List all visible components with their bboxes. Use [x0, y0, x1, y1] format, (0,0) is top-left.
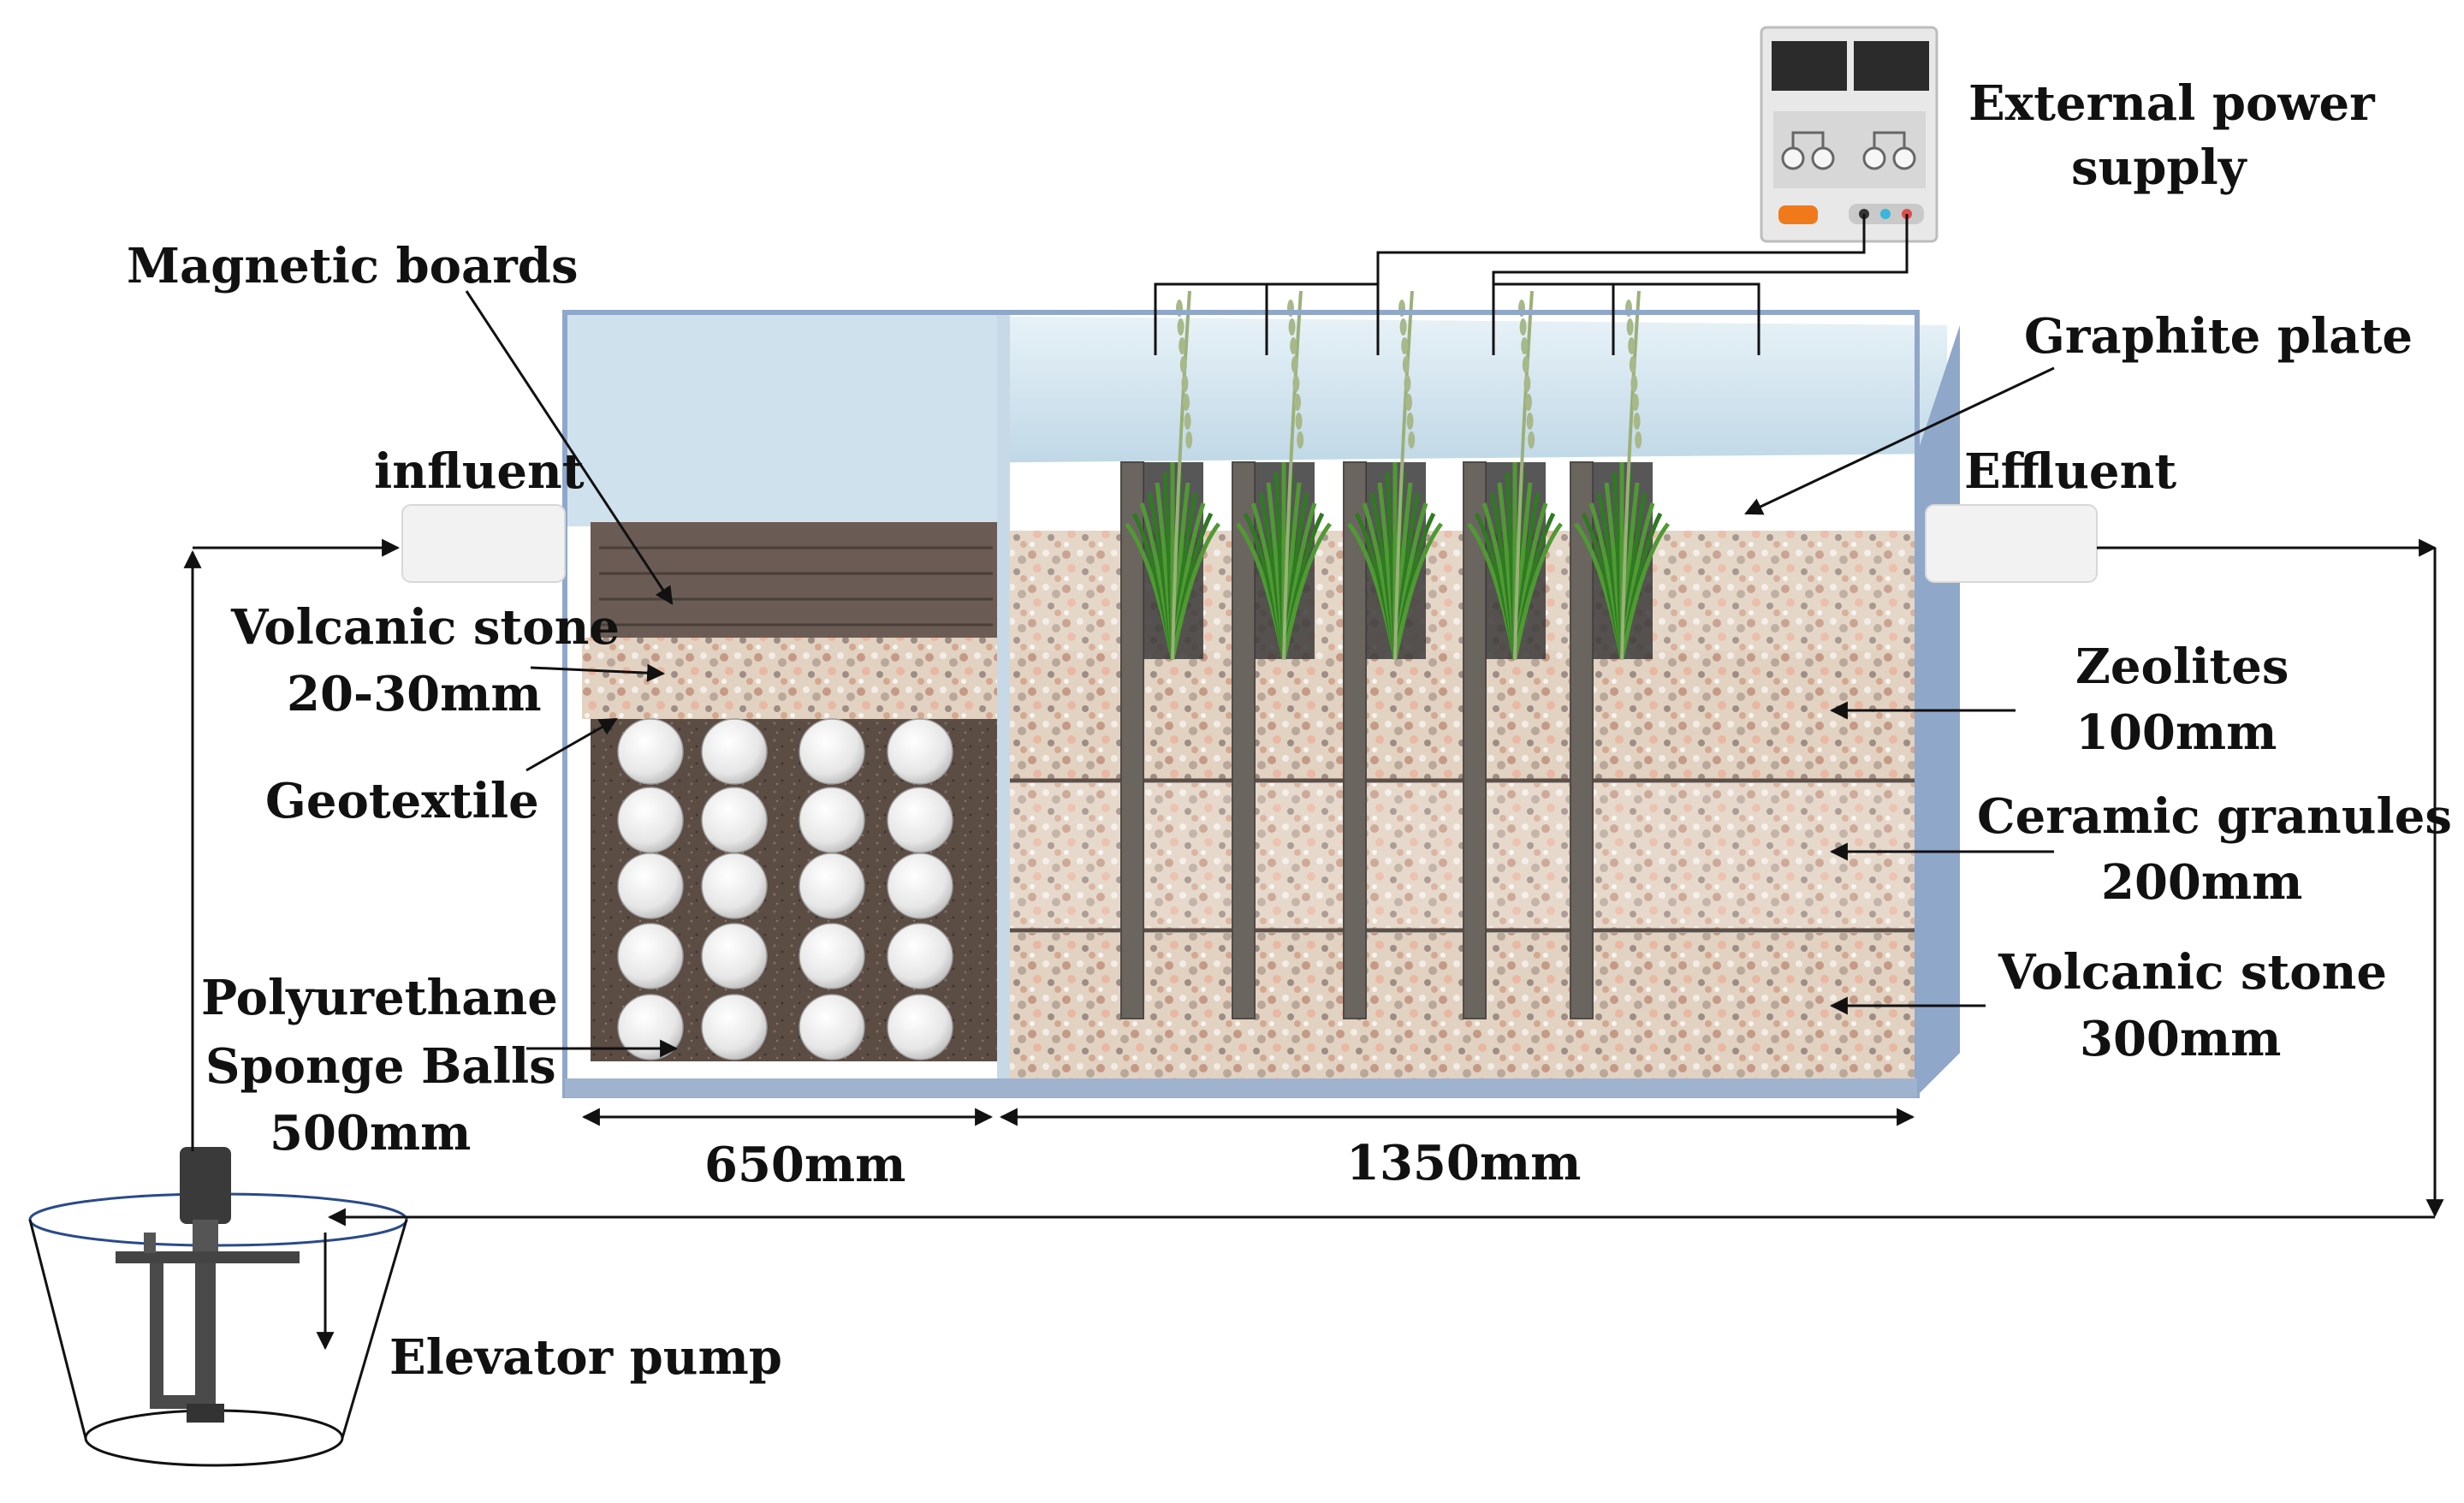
- reed-plants: [1125, 290, 1670, 660]
- label-effluent: Effluent: [1964, 443, 2176, 500]
- sponge-ball-icon: [617, 718, 684, 785]
- effluent-pipe: [1925, 504, 2098, 583]
- left-water: [565, 312, 997, 526]
- label-ceramic-1: Ceramic granules: [1977, 788, 2452, 845]
- sponge-ball-icon: [887, 718, 953, 785]
- labels: External power supply Magnetic boards Gr…: [127, 75, 2452, 1386]
- graphite-plate: [1570, 461, 1594, 1019]
- wiring: [1154, 214, 1909, 355]
- sponge-ball-icon: [887, 923, 953, 989]
- label-volcanic-stone-bottom-1: Volcanic stone: [1998, 944, 2387, 1001]
- graphite-plate: [1343, 461, 1367, 1019]
- sponge-ball-icon: [799, 718, 865, 785]
- reed-plant-icon: [1347, 290, 1443, 660]
- label-dim-left: 650mm: [704, 1137, 905, 1193]
- graphite-plate: [1463, 461, 1487, 1019]
- sponge-ball-icon: [701, 852, 768, 919]
- label-sponge-1: Polyurethane: [201, 970, 558, 1026]
- sponge-ball-icon: [799, 923, 865, 989]
- power-switch: [1778, 205, 1818, 224]
- reed-plant-icon: [1236, 290, 1332, 660]
- reed-plant-icon: [1467, 290, 1563, 660]
- leader-lines: [465, 290, 2055, 1058]
- reed-plant-icon: [1125, 290, 1220, 660]
- label-magnetic-boards: Magnetic boards: [127, 238, 579, 294]
- sponge-ball-icon: [617, 923, 684, 989]
- sponge-ball-icon: [701, 923, 768, 989]
- sponge-ball-icon: [887, 852, 953, 919]
- sponge-ball-icon: [617, 852, 684, 919]
- label-zeolites-1: Zeolites: [2075, 639, 2289, 695]
- graphite-plate: [1120, 461, 1144, 1019]
- sponge-ball-icon: [701, 787, 768, 853]
- label-sponge-3: 500mm: [270, 1105, 471, 1161]
- sponge-balls: [617, 718, 953, 1060]
- label-influent: influent: [374, 443, 585, 500]
- label-elevator-pump: Elevator pump: [389, 1329, 782, 1386]
- graphite-plate: [1232, 461, 1256, 1019]
- label-dim-right: 1350mm: [1346, 1135, 1581, 1191]
- label-volcanic-stone-top-1: Volcanic stone: [230, 599, 620, 656]
- flow-lines: [183, 538, 2444, 1351]
- tank: [401, 290, 2098, 1098]
- sponge-ball-icon: [799, 852, 865, 919]
- influent-pipe: [401, 504, 566, 583]
- power-supply-icon: [1760, 26, 1939, 243]
- tank-base: [565, 1078, 1917, 1097]
- label-volcanic-stone-top-2: 20-30mm: [287, 666, 542, 722]
- sponge-ball-icon: [617, 994, 684, 1060]
- reed-plant-icon: [1574, 290, 1670, 660]
- sponge-ball-icon: [701, 718, 768, 785]
- sponge-ball-icon: [887, 994, 953, 1060]
- label-graphite-plate: Graphite plate: [2024, 308, 2413, 365]
- label-ceramic-2: 200mm: [2101, 854, 2302, 911]
- sponge-ball-icon: [701, 994, 768, 1060]
- label-sponge-2: Sponge Balls: [205, 1038, 556, 1095]
- sponge-ball-icon: [799, 994, 865, 1060]
- label-external-power-2: supply: [2071, 140, 2247, 196]
- label-external-power-1: External power: [1968, 75, 2376, 132]
- compartment-divider: [997, 312, 1010, 1087]
- sponge-ball-icon: [617, 787, 684, 853]
- sponge-ball-icon: [799, 787, 865, 853]
- label-zeolites-2: 100mm: [2075, 704, 2277, 761]
- elevator-pump-icon: [28, 1147, 408, 1467]
- label-geotextile: Geotextile: [265, 773, 539, 829]
- left-volcanic-stone-layer: [582, 638, 1001, 719]
- label-volcanic-stone-bottom-2: 300mm: [2080, 1011, 2281, 1067]
- sponge-ball-icon: [887, 787, 953, 853]
